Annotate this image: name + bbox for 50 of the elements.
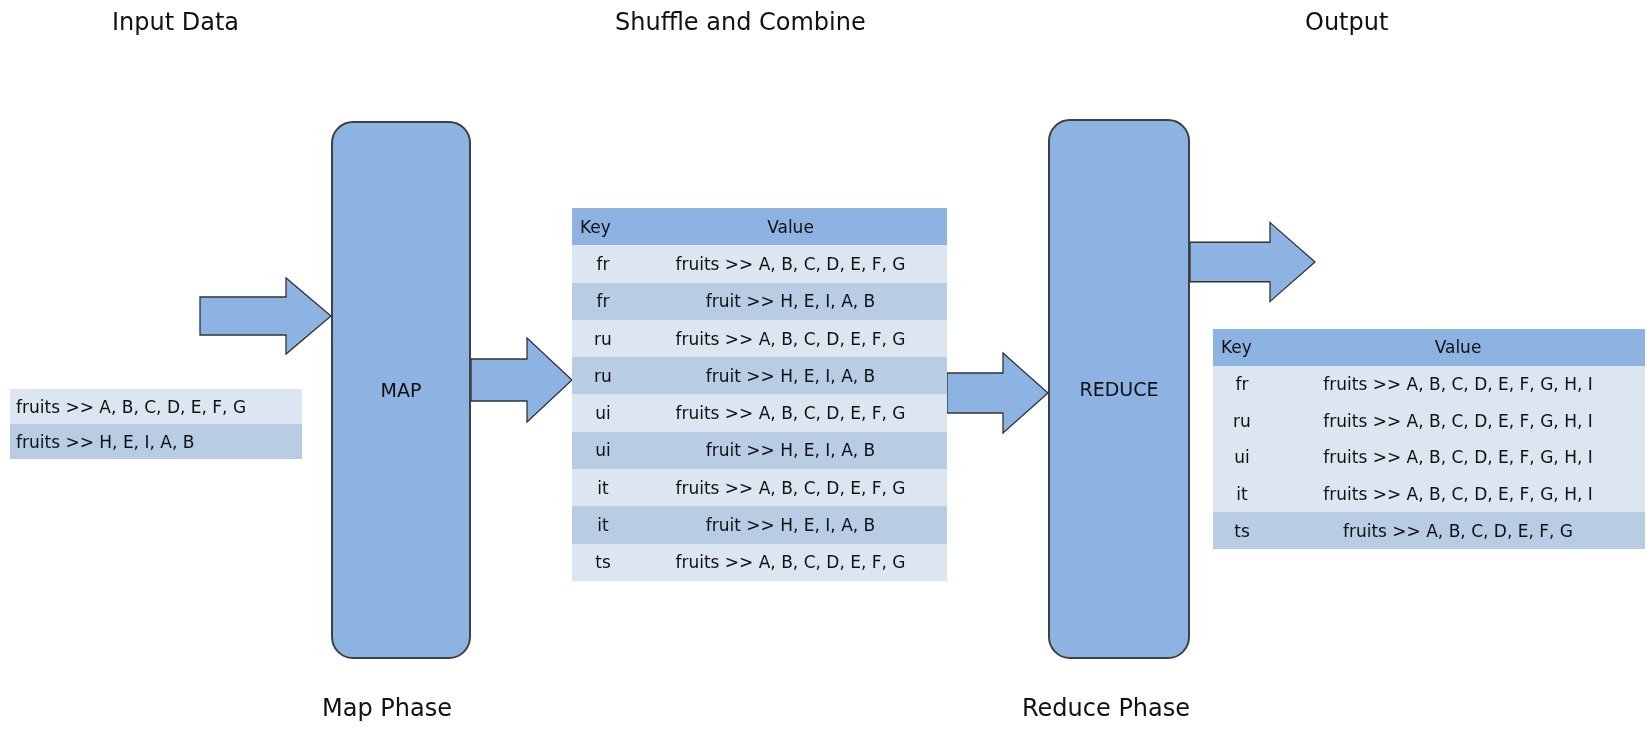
phase-box <box>1048 119 1190 659</box>
header-cell: Key <box>572 208 634 246</box>
header-cell: Value <box>1271 329 1645 366</box>
column-title: Shuffle and Combine <box>615 8 866 36</box>
block-arrow <box>199 276 332 356</box>
table-cell: fruits >> A, B, C, D, E, F, G <box>634 319 947 358</box>
table-cell: fr <box>572 245 634 283</box>
column-title: Output <box>1305 8 1389 36</box>
table-cell: it <box>572 469 634 507</box>
table-cell: fr <box>1213 365 1271 403</box>
table-cell: ts <box>1213 512 1271 549</box>
table-cell: fruit >> H, E, I, A, B <box>634 282 947 320</box>
column-title: Input Data <box>112 8 240 36</box>
block-arrow <box>1189 221 1316 303</box>
table-cell: fruits >> A, B, C, D, E, F, G, H, I <box>1271 439 1645 476</box>
table-cell: fruits >> A, B, C, D, E, F, G <box>10 389 302 424</box>
table-cell: ui <box>572 394 634 432</box>
table-cell: fruits >> A, B, C, D, E, F, G <box>634 543 947 581</box>
table-cell: fruit >> H, E, I, A, B <box>634 431 947 470</box>
table-cell: fruits >> A, B, C, D, E, F, G <box>634 245 947 283</box>
phase-caption: Map Phase <box>322 694 452 722</box>
table-cell: fr <box>572 282 634 320</box>
table-cell: it <box>572 506 634 544</box>
table-cell: ui <box>572 431 634 470</box>
phase-box <box>331 121 471 659</box>
block-arrow <box>946 351 1049 435</box>
table-cell: ru <box>572 319 634 358</box>
data-table <box>572 208 947 581</box>
table-cell: fruits >> A, B, C, D, E, F, G, H, I <box>1271 402 1645 439</box>
table-cell: ui <box>1213 439 1271 476</box>
phase-caption: Reduce Phase <box>1022 694 1191 722</box>
table-cell: fruits >> A, B, C, D, E, F, G, H, I <box>1271 365 1645 403</box>
table-cell: ru <box>1213 402 1271 439</box>
table-cell: fruit >> H, E, I, A, B <box>634 506 947 544</box>
table-cell: fruits >> A, B, C, D, E, F, G <box>634 394 947 432</box>
table-cell: ru <box>572 357 634 395</box>
header-cell: Value <box>634 208 947 246</box>
phase-label: MAP <box>380 379 422 401</box>
table-cell: fruits >> H, E, I, A, B <box>10 424 302 459</box>
table-cell: ts <box>572 543 634 581</box>
table-cell: fruit >> H, E, I, A, B <box>634 357 947 395</box>
phase-label: REDUCE <box>1079 378 1159 400</box>
table-cell: it <box>1213 475 1271 513</box>
table-cell: fruits >> A, B, C, D, E, F, G <box>1271 512 1645 549</box>
table-cell: fruits >> A, B, C, D, E, F, G <box>634 469 947 507</box>
data-table <box>10 389 302 459</box>
block-arrow <box>470 336 573 424</box>
table-cell: fruits >> A, B, C, D, E, F, G, H, I <box>1271 475 1645 513</box>
header-cell: Key <box>1213 329 1271 366</box>
data-table <box>1213 329 1645 549</box>
